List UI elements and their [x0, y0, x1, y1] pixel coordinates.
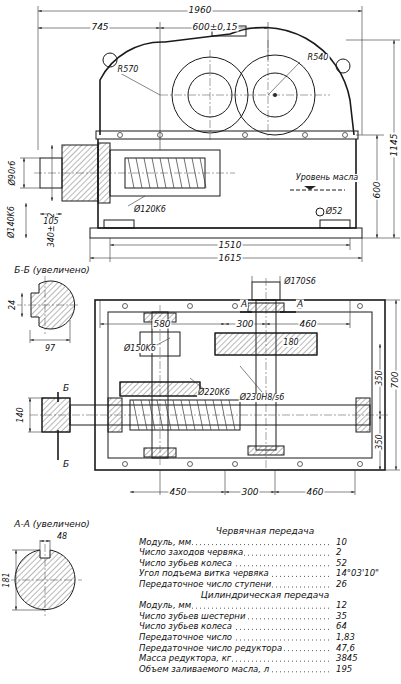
table-cell: 195 — [335, 665, 353, 674]
table-cell: 35 — [335, 612, 348, 621]
dimension-label: 24 — [9, 299, 17, 311]
table-cell: 64 — [335, 622, 348, 631]
dimension-label: 460 — [305, 488, 324, 497]
plan-view — [28, 276, 400, 495]
dimension-label: 350 — [376, 369, 384, 386]
table-cell: 1,83 — [335, 633, 356, 642]
table-cell: 47,6 — [335, 643, 356, 652]
dimension-label: Червячная передача — [215, 527, 315, 536]
table-cell: 12 — [335, 601, 348, 610]
table-cell: Число заходов червяка — [138, 548, 244, 557]
table-cell: 3845 — [335, 654, 359, 663]
dimension-label: 580 — [152, 320, 171, 329]
table-cell: 52 — [335, 559, 348, 568]
table-cell: 26 — [335, 580, 348, 589]
front-view — [20, 6, 400, 262]
dimension-label: Ø90r6 — [9, 160, 17, 187]
dimension-label: Б-Б (увеличено) — [13, 266, 91, 275]
dimension-label: Цилиндрическая передача — [200, 590, 330, 599]
dimension-label: Уровень масла — [295, 174, 359, 182]
table-cell: 2 — [335, 548, 342, 557]
dimension-label: 300 — [235, 320, 254, 329]
table-cell: Масса редуктора, кг — [138, 654, 232, 663]
section-aa — [8, 540, 82, 616]
dimension-label: 97 — [44, 345, 56, 353]
dimension-label: Б — [62, 384, 70, 393]
dimension-label: 700 — [390, 370, 399, 389]
dimension-label: Б — [62, 460, 70, 469]
table-cell: 14°03'10" — [335, 569, 380, 578]
table-cell: Число зубьев колеса — [138, 622, 233, 631]
dimension-label: 300 — [240, 488, 259, 497]
table-cell: 10 — [335, 537, 348, 546]
dimension-label: 105 — [42, 218, 59, 226]
table-cell: Модуль, мм — [138, 537, 192, 546]
dimension-label: 1615 — [218, 254, 243, 263]
dimension-label: 181 — [3, 571, 11, 588]
dimension-label: А-А (увеличено) — [13, 520, 90, 529]
dimension-label: Ø230H8/s6 — [239, 394, 286, 402]
dimension-label: 140 — [17, 406, 25, 423]
dimension-label: 180 — [282, 339, 299, 347]
dimension-label: 460 — [298, 320, 317, 329]
dimension-label: Ø140K6 — [8, 205, 16, 239]
dimension-label: 1960 — [188, 6, 213, 15]
dimension-label: 450 — [168, 488, 187, 497]
dimension-label: A — [296, 300, 304, 309]
dimension-label: Ø52 — [325, 208, 343, 216]
dimension-label: R570 — [117, 66, 140, 74]
table-cell: Число зубьев шестерни — [138, 612, 246, 621]
dimension-label: 745 — [90, 23, 109, 32]
table-cell: Передаточное число ступени — [138, 580, 272, 589]
section-bb — [14, 276, 80, 343]
dimension-label: Ø120K6 — [133, 206, 167, 214]
dimension-label: Ø220K6 — [197, 389, 231, 397]
dimension-label: Ø170S6 — [283, 278, 317, 286]
dimension-label: 600 — [373, 180, 382, 199]
dimension-label: R540 — [307, 54, 330, 62]
dimension-label: 48 — [56, 533, 68, 541]
dimension-label: A — [240, 300, 248, 309]
dimension-label: 1510 — [218, 241, 243, 250]
table-cell: Передаточное число редуктора — [138, 643, 283, 652]
dimension-label: 1145 — [390, 133, 399, 158]
table-cell: Объем заливаемого масла, л — [138, 665, 270, 674]
dimension-label: 600±0,15 — [192, 23, 239, 32]
dimension-label: 350 — [376, 433, 384, 450]
table-cell: Передаточное число — [138, 633, 233, 642]
dimension-label: Ø150K6 — [123, 345, 157, 353]
table-cell: Число зубьев колеса — [138, 559, 233, 568]
table-cell: Модуль, мм — [138, 601, 192, 610]
table-cell: Угол подъема витка червяка — [138, 569, 270, 578]
